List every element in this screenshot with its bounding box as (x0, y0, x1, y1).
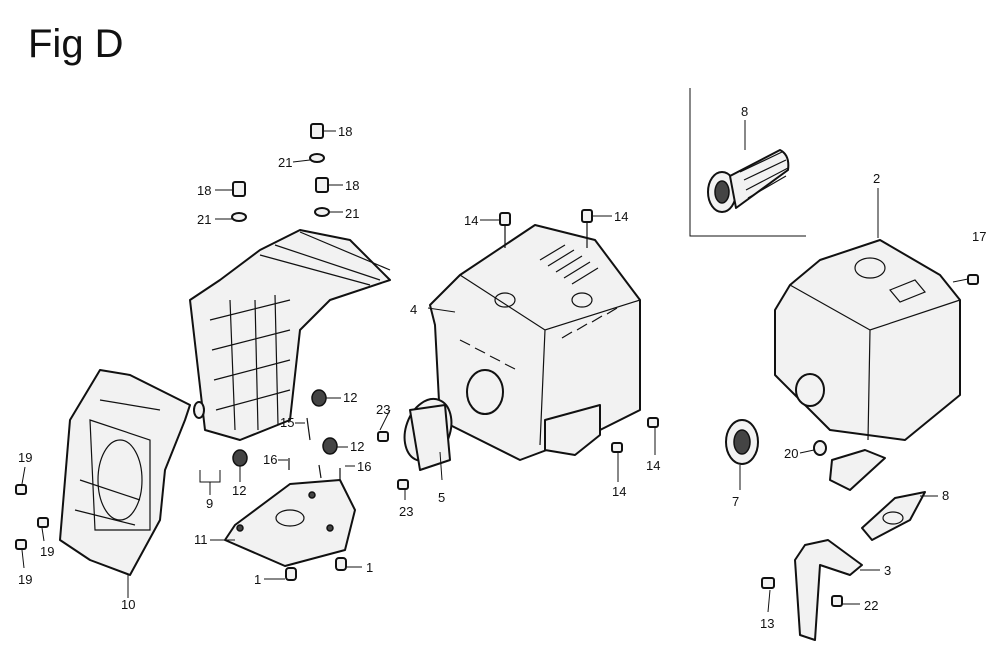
inset-frame (689, 88, 806, 237)
part-11-plate (224, 479, 356, 581)
callout-21-upper: 21 (278, 155, 292, 170)
callout-8-inset: 8 (741, 104, 748, 119)
part-7-gasket (725, 419, 759, 490)
callout-14-top-right: 14 (614, 209, 628, 224)
callout-3: 3 (884, 563, 891, 578)
callout-16-right: 16 (357, 459, 371, 474)
callout-16-left: 16 (263, 452, 277, 467)
callout-1-left: 1 (254, 572, 261, 587)
callout-19-bottom: 19 (18, 572, 32, 587)
figure-title: Fig D (28, 22, 124, 66)
muffler-screen (707, 120, 790, 213)
callout-10: 10 (121, 597, 135, 612)
screws-14-23 (377, 209, 659, 490)
callout-14-top-left: 14 (464, 213, 478, 228)
callout-15: 15 (280, 415, 294, 430)
nuts-washers-upper (231, 123, 330, 222)
callout-12-right: 12 (350, 439, 364, 454)
callout-18-top: 18 (338, 124, 352, 139)
callout-leaders (21, 130, 969, 613)
callout-5: 5 (438, 490, 445, 505)
callout-19-top: 19 (18, 450, 32, 465)
callout-21-middle: 21 (345, 206, 359, 221)
callout-13: 13 (760, 616, 774, 631)
callout-11: 11 (194, 532, 208, 547)
callout-20: 20 (784, 446, 798, 461)
callout-12-lower: 12 (232, 483, 246, 498)
callout-22: 22 (864, 598, 878, 613)
callout-12-upper: 12 (343, 390, 357, 405)
callout-14-right: 14 (646, 458, 660, 473)
part-8-gasket (861, 491, 938, 541)
callout-21-left: 21 (197, 212, 211, 227)
callout-7: 7 (732, 494, 739, 509)
part-3-bracket (794, 539, 880, 641)
part-9-frame (189, 229, 391, 495)
callout-18-left: 18 (197, 183, 211, 198)
callout-23-upper: 23 (376, 402, 390, 417)
callout-18-middle: 18 (345, 178, 359, 193)
callout-8-gasket: 8 (942, 488, 949, 503)
studs-12 (232, 389, 341, 480)
callout-2: 2 (873, 171, 880, 186)
callout-9: 9 (206, 496, 213, 511)
callout-14-bottom: 14 (612, 484, 626, 499)
part-4-protector (427, 224, 641, 461)
callout-4: 4 (410, 302, 417, 317)
callout-23-lower: 23 (399, 504, 413, 519)
bolts-misc (15, 274, 979, 607)
callout-17: 17 (972, 229, 986, 244)
callout-1-right: 1 (366, 560, 373, 575)
part-10-base (59, 369, 191, 598)
part-5-cap (403, 398, 453, 481)
callout-labels: 18 21 18 21 18 21 14 14 8 2 17 4 12 12 1… (18, 104, 986, 631)
callout-19-middle: 19 (40, 544, 54, 559)
part-2-muffler (774, 188, 961, 491)
